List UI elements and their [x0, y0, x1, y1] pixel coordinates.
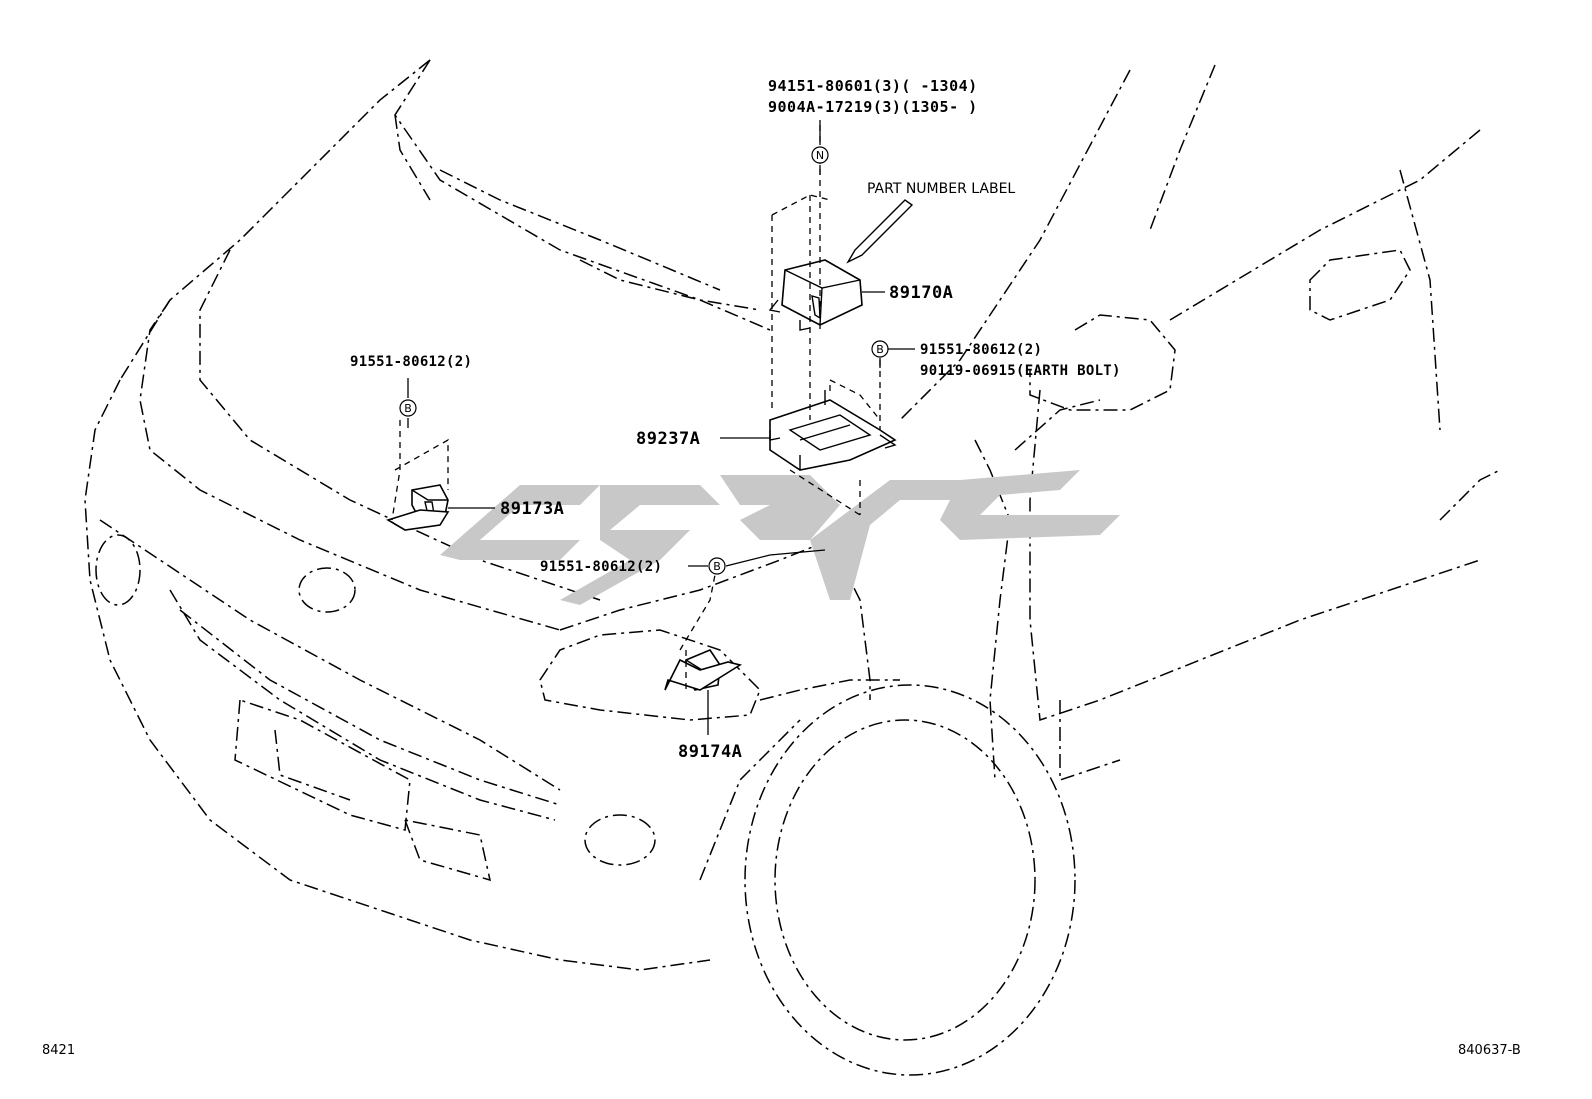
symbol-b-circle-lower: B: [708, 557, 726, 575]
bolt-right-line1: 91551-80612(2): [920, 342, 1042, 358]
symbol-b-lower-label: B: [713, 560, 721, 573]
symbol-b-circle-left: B: [399, 399, 417, 417]
symbol-n-label: N: [816, 149, 824, 162]
bolt-left-label: 91551-80612(2): [350, 354, 472, 370]
leader-lines: [407, 120, 915, 735]
symbol-b-left-label: B: [404, 402, 412, 415]
fastener-top-line1: 94151-80601(3)( -1304): [768, 77, 978, 95]
part-89237A-bracket: [769, 390, 897, 471]
watermark-logo: [440, 470, 1120, 605]
symbol-b-right-label: B: [876, 343, 884, 356]
label-89173A: 89173A: [500, 499, 564, 519]
symbol-n-circle: N: [811, 146, 829, 164]
footer-left-code: 8421: [42, 1043, 75, 1058]
footer-right-code: 840637-B: [1458, 1043, 1521, 1058]
fastener-top-line2: 9004A-17219(3)(1305- ): [768, 98, 978, 116]
label-89237A: 89237A: [636, 429, 700, 449]
car-body-outline: [84, 59, 1501, 1076]
symbol-b-circle-right: B: [871, 340, 889, 358]
part-89174A-sensor: [664, 574, 743, 691]
label-89174A: 89174A: [678, 742, 742, 762]
part-number-label-note: PART NUMBER LABEL: [867, 181, 1015, 197]
part-89173A-sensor: [386, 420, 450, 531]
bolt-lower-label: 91551-80612(2): [540, 559, 662, 575]
bolt-right-line2: 90119-06915(EARTH BOLT): [920, 363, 1121, 379]
label-89170A: 89170A: [889, 283, 953, 303]
part-89170A-ecu: [768, 259, 863, 331]
